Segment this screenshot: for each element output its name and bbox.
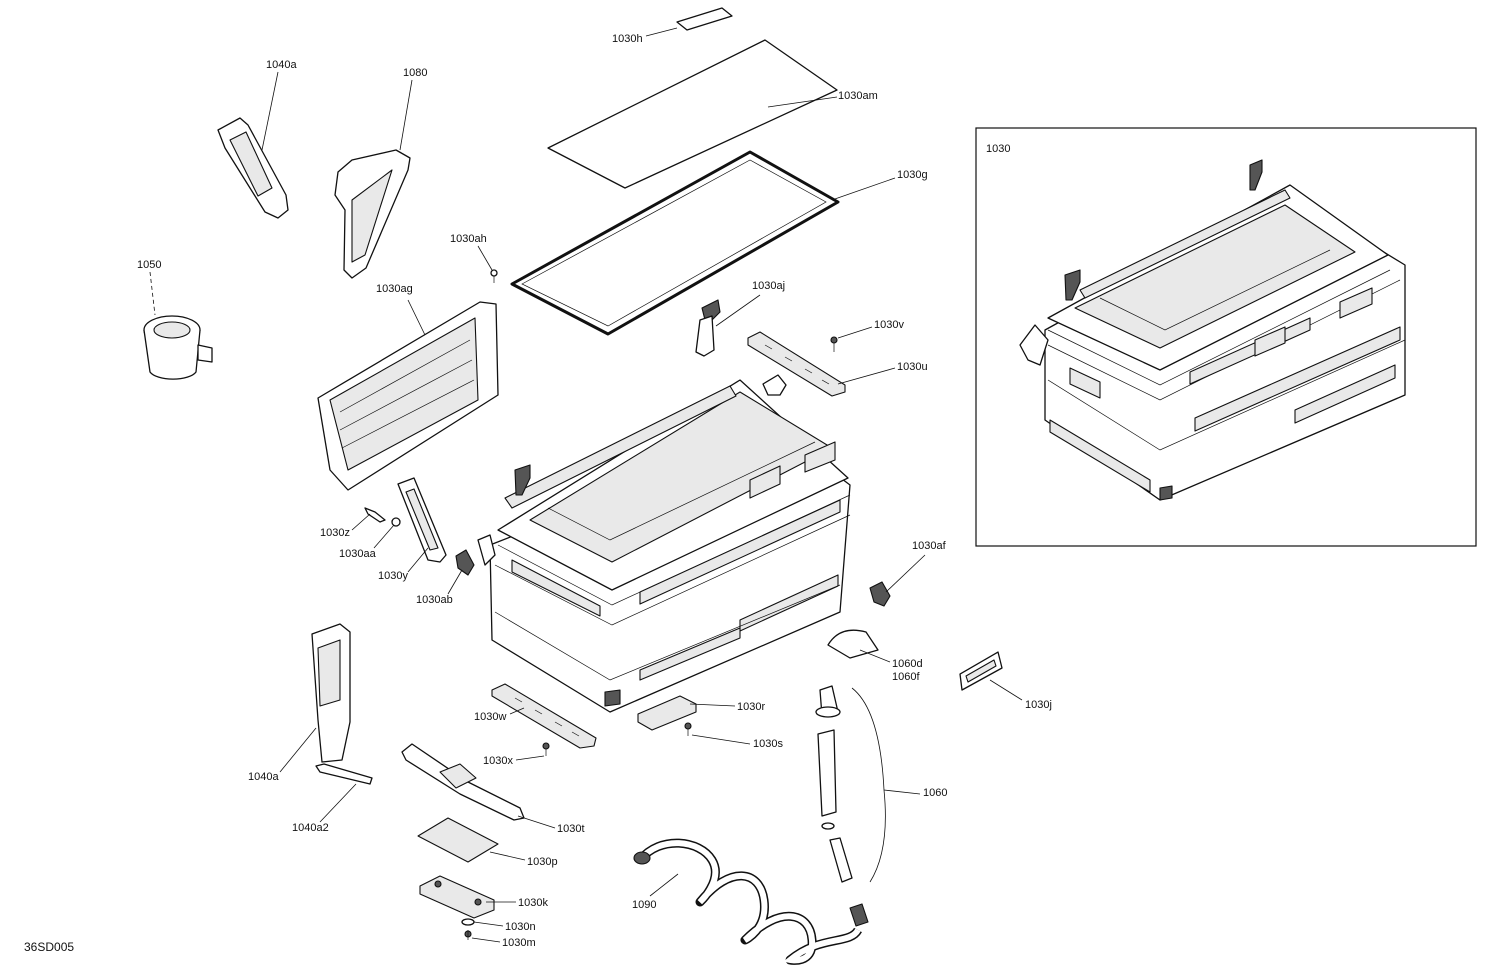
part-1030p-pad: 1030p bbox=[417, 817, 558, 868]
callout-1040a-top: 1040a bbox=[266, 59, 297, 71]
part-1030ag-mesh-panel: 1030ag bbox=[317, 283, 499, 491]
part-1030ah-screw: 1030ah bbox=[450, 233, 498, 283]
callout-1030ab: 1030ab bbox=[416, 594, 453, 606]
callout-1030w: 1030w bbox=[474, 711, 506, 723]
callout-1030y: 1030y bbox=[378, 570, 408, 582]
callout-1030j: 1030j bbox=[1025, 699, 1052, 711]
callout-1030ah: 1030ah bbox=[450, 233, 487, 245]
callout-1030t: 1030t bbox=[557, 823, 585, 835]
part-1060-drain-assembly: 1060 bbox=[815, 685, 947, 927]
part-1090-coil-hose: 1090 bbox=[632, 838, 862, 965]
part-1030j-plate: 1030j bbox=[959, 651, 1052, 711]
callout-1030g: 1030g bbox=[897, 169, 928, 181]
part-1030u-rail: 1030u bbox=[747, 331, 928, 397]
part-1030k-bracket: 1030k 1030n 1030m bbox=[419, 875, 548, 949]
callout-1030af: 1030af bbox=[912, 540, 947, 552]
callout-1030r: 1030r bbox=[737, 701, 765, 713]
callout-1030x: 1030x bbox=[483, 755, 513, 767]
part-1040a-top-rod-holder: 1040a bbox=[217, 59, 297, 219]
part-1050-cup-holder: 1050 bbox=[137, 259, 213, 380]
part-1030aj-latch: 1030aj bbox=[695, 280, 785, 357]
part-1030w-rail: 1030w 1030x bbox=[474, 683, 597, 767]
callout-1060f: 1060f bbox=[892, 671, 920, 683]
inset-frame bbox=[975, 127, 1477, 547]
inset-label: 1030 bbox=[986, 143, 1010, 155]
diagram-code: 36SD005 bbox=[24, 940, 74, 954]
part-main-storage-box bbox=[477, 374, 851, 713]
part-1040a-bottom-rod-holder: 1040a bbox=[248, 623, 351, 783]
callout-1030aa: 1030aa bbox=[339, 548, 377, 560]
part-1030v-screw: 1030v bbox=[830, 319, 904, 352]
part-1030g-seal: 1030g bbox=[510, 150, 928, 336]
callout-1040a2: 1040a2 bbox=[292, 822, 329, 834]
callout-1030m: 1030m bbox=[502, 937, 536, 949]
part-1030y-handle-group: 1030z 1030aa 1030y 1030ab bbox=[320, 477, 475, 606]
callout-1030u: 1030u bbox=[897, 361, 928, 373]
callout-1030ag: 1030ag bbox=[376, 283, 413, 295]
callout-1050: 1050 bbox=[137, 259, 161, 271]
callout-1030v: 1030v bbox=[874, 319, 904, 331]
assembled-view-inset: 1030 bbox=[975, 127, 1477, 547]
part-1040a2-pin: 1040a2 bbox=[292, 763, 373, 834]
part-1030t-strap: 1030t bbox=[401, 743, 585, 835]
callout-1080: 1080 bbox=[403, 67, 427, 79]
callout-1040a-bottom: 1040a bbox=[248, 771, 279, 783]
callout-1030k: 1030k bbox=[518, 897, 548, 909]
part-1060d-decal: 1060d 1060f bbox=[827, 629, 923, 683]
part-1030af-drain-plug: 1030af bbox=[869, 540, 947, 607]
callout-1090: 1090 bbox=[632, 899, 656, 911]
callout-1030s: 1030s bbox=[753, 738, 783, 750]
callout-1030h: 1030h bbox=[612, 33, 643, 45]
callout-1060: 1060 bbox=[923, 787, 947, 799]
callout-1030aj: 1030aj bbox=[752, 280, 785, 292]
callout-1030am: 1030am bbox=[838, 90, 878, 102]
callout-1030n: 1030n bbox=[505, 921, 536, 933]
callout-1030z: 1030z bbox=[320, 527, 350, 539]
part-1030am-mat: 1030am bbox=[547, 39, 878, 189]
part-1030h-label: 1030h bbox=[612, 7, 733, 45]
part-1030r-clip: 1030r 1030s bbox=[637, 695, 783, 750]
part-1080-bracket: 1080 bbox=[334, 67, 427, 279]
callout-1060d: 1060d bbox=[892, 658, 923, 670]
callout-1030p: 1030p bbox=[527, 856, 558, 868]
inset-storage-box-drawing bbox=[1019, 159, 1406, 501]
